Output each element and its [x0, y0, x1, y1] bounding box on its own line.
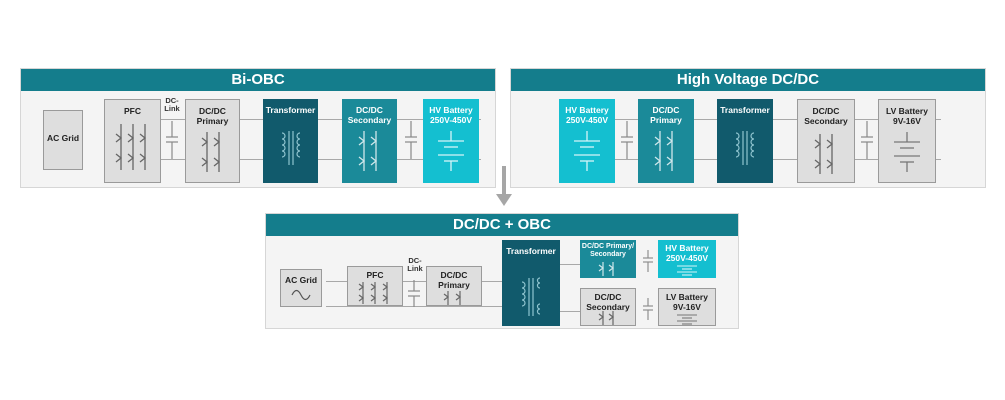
switch-pair-icon [186, 130, 239, 174]
lv-battery-block: LV Battery 9V-16V [878, 99, 936, 183]
lv-battery-label: LV Battery 9V-16V [666, 292, 708, 312]
transformer-label: Transformer [506, 246, 556, 256]
pfc-label: PFC [124, 106, 141, 116]
transformer-coil-icon [717, 129, 773, 169]
pfc-label: PFC [366, 270, 384, 280]
capacitor-icon [643, 250, 653, 277]
transformer-block: Transformer [717, 99, 773, 183]
combined-body: AC Grid PFC DC-Link DC/DC Primary Transf… [266, 236, 738, 328]
hv-battery-label: HV Battery 250V-450V [565, 105, 609, 125]
hv-battery-label: HV Battery 250V-450V [665, 243, 709, 263]
capacitor-icon [405, 121, 417, 166]
wire [161, 159, 481, 160]
combined-title: DC/DC + OBC [266, 214, 738, 236]
hv-dcdc-title: High Voltage DC/DC [511, 69, 985, 91]
switch-pair-icon [580, 262, 636, 276]
transformer-coil-icon [263, 129, 318, 169]
transformer-block: Transformer [502, 240, 560, 326]
switch-array-icon [105, 122, 160, 172]
dcdc-secondary-label: DC/DC Secondary [586, 292, 630, 312]
wire [326, 306, 504, 307]
switch-pair-icon [638, 129, 694, 173]
combined-panel: DC/DC + OBC AC Grid PFC DC-Link DC/DC Pr… [265, 213, 739, 329]
battery-icon [659, 313, 715, 325]
switch-pair-icon [581, 311, 635, 325]
switch-pair-icon [342, 129, 397, 173]
wire [560, 311, 580, 312]
dcdc-secondary-label: DC/DC Secondary [347, 105, 392, 125]
battery-icon [559, 131, 615, 171]
bi-obc-body: AC Grid PFC DC-Link DC/DC Primary [21, 91, 495, 187]
hv-dcdc-panel: High Voltage DC/DC HV Battery 250V-450V … [510, 68, 986, 188]
capacitor-icon [621, 121, 633, 166]
transformer-label: Transformer [265, 105, 316, 115]
dcdc-primary-block: DC/DC Primary [426, 266, 482, 306]
dcdc-primary-block: DC/DC Primary [185, 99, 240, 183]
capacitor-icon [408, 280, 420, 313]
hv-battery-block: HV Battery 250V-450V [658, 240, 716, 278]
hv-battery-label: HV Battery 250V-450V [429, 105, 473, 125]
dcdc-secondary-block: DC/DC Secondary [797, 99, 855, 183]
switch-pair-icon [427, 291, 481, 305]
dcdc-secondary-block: DC/DC Secondary [580, 288, 636, 326]
hv-battery-block: HV Battery 250V-450V [559, 99, 615, 183]
dcdc-secondary-label: DC/DC Secondary [804, 106, 848, 126]
hv-battery-block: HV Battery 250V-450V [423, 99, 479, 183]
pfc-block: PFC [347, 266, 403, 306]
lv-battery-block: LV Battery 9V-16V [658, 288, 716, 326]
ac-wave-icon [281, 289, 321, 301]
dc-link-label: DC-Link [164, 96, 180, 113]
dcdc-primary-label: DC/DC Primary [438, 270, 470, 290]
lv-battery-label: LV Battery 9V-16V [886, 106, 928, 126]
transformer-label: Transformer [720, 105, 770, 115]
hv-dcdc-body: HV Battery 250V-450V DC/DC Primary Trans… [511, 91, 985, 187]
dcdc-primary-block: DC/DC Primary [638, 99, 694, 183]
ac-grid-label: AC Grid [46, 133, 80, 143]
wire [161, 119, 481, 120]
ac-grid-block: AC Grid [280, 269, 322, 307]
transformer-block: Transformer [263, 99, 318, 183]
wire [326, 281, 504, 282]
dcdc-primary-label: DC/DC Primary [196, 106, 229, 126]
battery-icon [879, 132, 935, 172]
dcdc-primary-label: DC/DC Primary [650, 105, 682, 125]
dcdc-primary-secondary-block: DC/DC Primary/ Secondary [580, 240, 636, 278]
dcdc-secondary-block: DC/DC Secondary [342, 99, 397, 183]
capacitor-icon [643, 298, 653, 325]
ac-grid-block: AC Grid [43, 110, 83, 170]
battery-icon [658, 264, 716, 276]
dcdc-primary-secondary-label: DC/DC Primary/ Secondary [581, 243, 635, 258]
wire [611, 119, 941, 120]
bi-obc-panel: Bi-OBC AC Grid PFC DC-Link [20, 68, 496, 188]
capacitor-icon [166, 121, 178, 166]
battery-icon [423, 131, 479, 171]
bi-obc-title: Bi-OBC [21, 69, 495, 91]
pfc-block: PFC [104, 99, 161, 183]
ac-grid-label: AC Grid [284, 275, 318, 285]
switch-pair-icon [798, 132, 854, 176]
wire [560, 264, 580, 265]
capacitor-icon [861, 121, 873, 166]
transformer-coil-icon [502, 276, 560, 320]
wire [611, 159, 941, 160]
switch-array-icon [348, 281, 402, 305]
dc-link-label: DC-Link [407, 256, 423, 273]
down-arrow-icon [494, 166, 514, 215]
